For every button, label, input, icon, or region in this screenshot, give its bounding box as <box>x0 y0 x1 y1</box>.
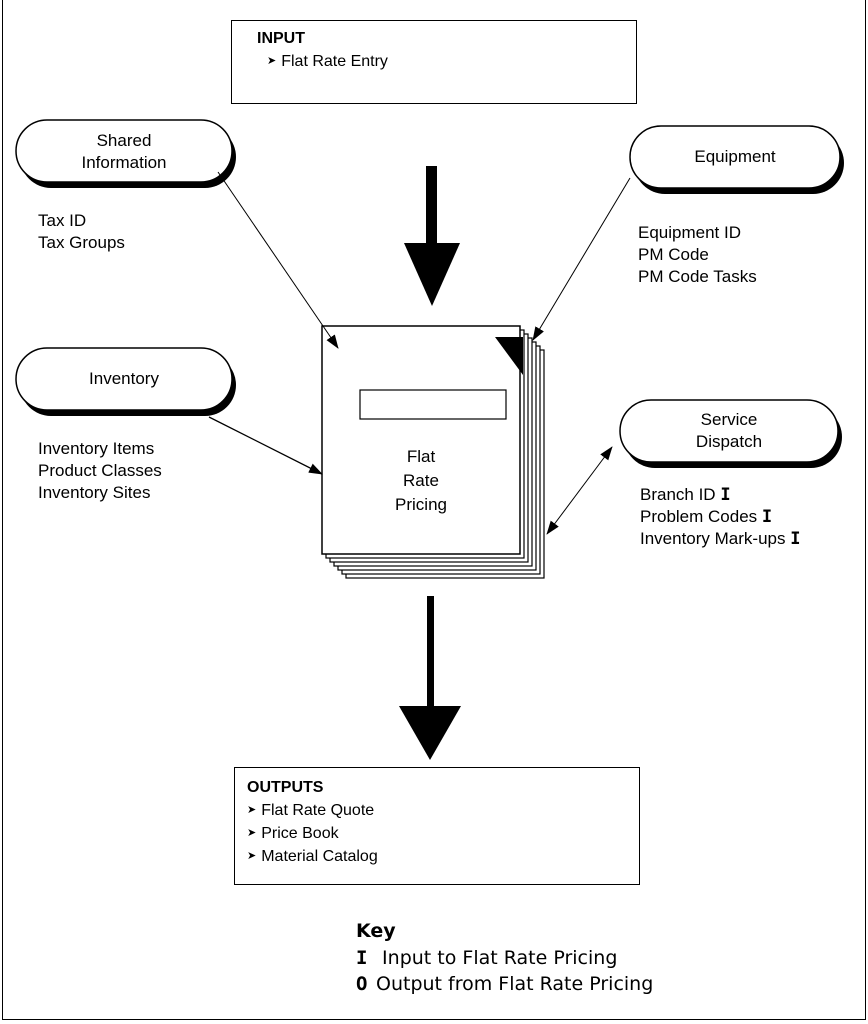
list-item: Tax ID <box>38 211 87 230</box>
output-item: ➤Price Book <box>247 825 339 842</box>
input-box: INPUT ➤Flat Rate Entry <box>231 20 637 104</box>
list-item: PM Code <box>638 245 709 264</box>
shared-information-label: Shared Information <box>81 131 167 172</box>
arrow-bullet-icon: ➤ <box>247 804 257 816</box>
inventory-pill <box>15 347 236 416</box>
inventory-to-book-arrow <box>208 416 323 475</box>
input-title: INPUT <box>257 30 305 47</box>
inventory-items: Inventory Items Product Classes Inventor… <box>38 438 162 504</box>
input-mark: I <box>790 529 801 549</box>
book-corner-tab <box>495 337 523 375</box>
key-row-input: I Input to Flat Rate Pricing <box>356 947 618 969</box>
equipment-to-book-arrow <box>532 177 631 341</box>
input-item: ➤Flat Rate Entry <box>267 53 388 70</box>
service-dispatch-items: Branch ID I Problem Codes I Inventory Ma… <box>640 484 800 550</box>
list-item: Equipment ID <box>638 223 741 242</box>
arrow-bullet-icon: ➤ <box>247 850 257 862</box>
service-dispatch-pill <box>619 399 842 468</box>
shared-information-items: Tax ID Tax Groups <box>38 210 125 254</box>
service-dispatch-bidirectional-arrow <box>546 446 613 535</box>
outputs-title: OUTPUTS <box>247 779 324 796</box>
list-item: Tax Groups <box>38 233 125 252</box>
list-item: Inventory Mark-ups I <box>640 529 801 549</box>
input-mark: I <box>356 947 368 969</box>
service-dispatch-label: Service Dispatch <box>695 410 763 451</box>
output-big-arrow <box>399 596 461 760</box>
book-label-window <box>359 389 507 420</box>
arrow-bullet-icon: ➤ <box>247 827 257 839</box>
key-title: Key <box>356 920 396 942</box>
list-item: Inventory Sites <box>38 483 151 502</box>
shared-information-pill <box>15 119 236 188</box>
equipment-pill <box>629 125 844 194</box>
arrow-bullet-icon: ➤ <box>267 55 277 67</box>
equipment-label: Equipment <box>694 147 776 166</box>
output-item: ➤Material Catalog <box>247 848 378 865</box>
flat-rate-pricing-label: Flat Rate Pricing <box>395 447 447 514</box>
output-mark: O <box>356 973 368 995</box>
list-item: Product Classes <box>38 461 162 480</box>
input-big-arrow <box>404 166 460 306</box>
inventory-label: Inventory <box>89 369 159 388</box>
outputs-box: OUTPUTS ➤Flat Rate Quote ➤Price Book ➤Ma… <box>234 767 640 885</box>
equipment-items: Equipment ID PM Code PM Code Tasks <box>638 222 757 288</box>
input-mark: I <box>761 507 773 527</box>
output-item: ➤Flat Rate Quote <box>247 802 375 819</box>
list-item: PM Code Tasks <box>638 267 757 286</box>
flat-rate-pricing-book <box>321 325 545 579</box>
list-item: Inventory Items <box>38 439 155 458</box>
input-mark: I <box>720 485 731 505</box>
shared-to-book-arrow <box>217 171 339 349</box>
list-item: Branch ID I <box>640 485 731 505</box>
list-item: Problem Codes I <box>640 507 773 527</box>
